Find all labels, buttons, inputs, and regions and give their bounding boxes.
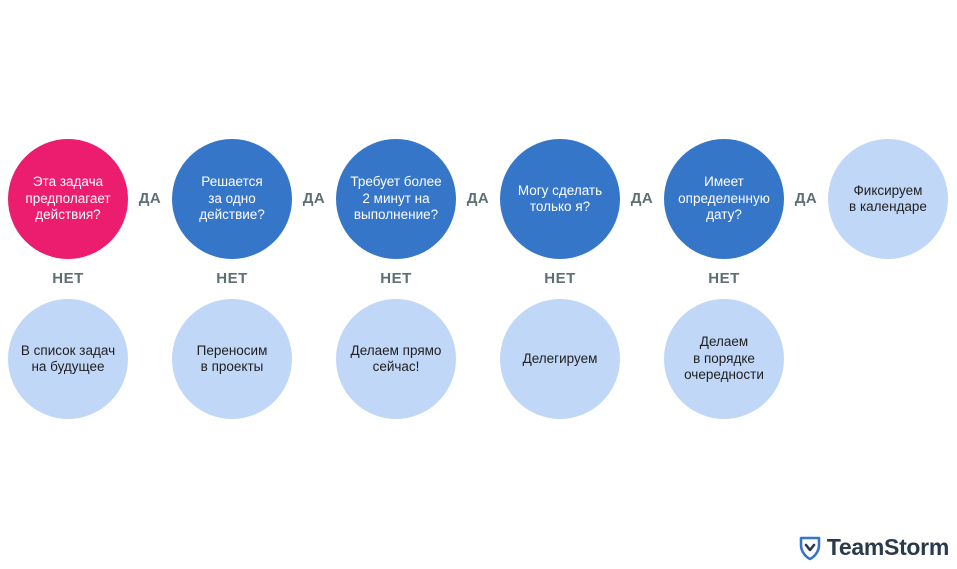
- question-text: Эта задача предполагает действия?: [25, 174, 111, 223]
- question-node-1: Эта задача предполагает действия?: [8, 139, 128, 259]
- yes-label-5: ДА: [794, 190, 818, 207]
- yes-label-3: ДА: [466, 190, 490, 207]
- answer-text: Делаем в порядке очередности: [684, 334, 764, 383]
- answer-text: Делаем прямо сейчас!: [350, 342, 442, 375]
- question-text: Могу сделать только я?: [517, 182, 603, 215]
- answer-text: Переносим в проекты: [196, 342, 268, 375]
- answer-node-4: Делегируем: [500, 299, 620, 419]
- no-label-5: НЕТ: [708, 270, 740, 287]
- question-text: Требует более 2 минут на выполнение?: [350, 174, 442, 223]
- final-yes-node: Фиксируем в календаре: [828, 139, 948, 259]
- answer-node-3: Делаем прямо сейчас!: [336, 299, 456, 419]
- answer-node-2: Переносим в проекты: [172, 299, 292, 419]
- question-node-2: Решается за одно действие?: [172, 139, 292, 259]
- final-yes-text: Фиксируем в календаре: [849, 182, 927, 215]
- no-label-2: НЕТ: [216, 270, 248, 287]
- yes-label-4: ДА: [630, 190, 654, 207]
- no-label-3: НЕТ: [380, 270, 412, 287]
- question-text: Имеет определенную дату?: [678, 174, 770, 223]
- yes-label-1: ДА: [138, 190, 162, 207]
- answer-node-5: Делаем в порядке очередности: [664, 299, 784, 419]
- no-label-4: НЕТ: [544, 270, 576, 287]
- brand-name: TeamStorm: [826, 534, 949, 560]
- question-node-5: Имеет определенную дату?: [664, 139, 784, 259]
- answer-node-1: В список задач на будущее: [8, 299, 128, 419]
- answer-text: Делегируем: [522, 350, 598, 366]
- question-node-4: Могу сделать только я?: [500, 139, 620, 259]
- teamstorm-logo: TeamStorm: [799, 534, 949, 561]
- shield-check-icon: [799, 536, 821, 560]
- yes-label-2: ДА: [302, 190, 326, 207]
- question-text: Решается за одно действие?: [199, 174, 265, 223]
- question-node-3: Требует более 2 минут на выполнение?: [336, 139, 456, 259]
- answer-text: В список задач на будущее: [20, 342, 116, 375]
- no-label-1: НЕТ: [52, 270, 84, 287]
